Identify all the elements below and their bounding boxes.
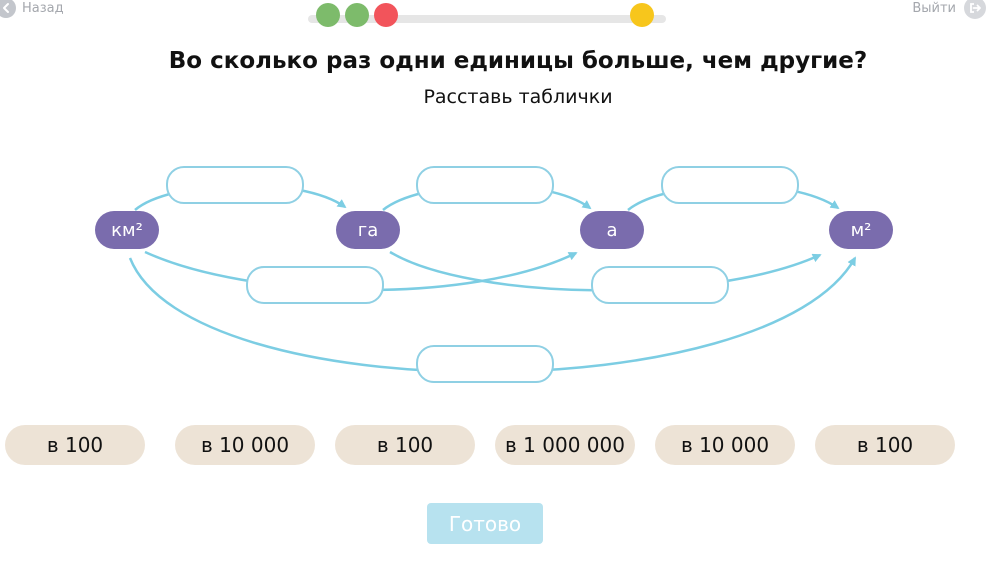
instruction-text: Расставь таблички <box>423 86 613 108</box>
exit-label: Выйти <box>912 0 956 16</box>
top-bar: Назад Выйти <box>0 0 998 27</box>
back-arrow-icon <box>0 0 16 18</box>
progress-goal-marker <box>630 3 654 27</box>
answer-card[interactable]: в 10 000 <box>175 425 315 465</box>
answer-card[interactable]: в 100 <box>5 425 145 465</box>
unit-km2: км² <box>95 211 159 249</box>
progress-bar <box>308 3 666 27</box>
answer-card[interactable]: в 100 <box>335 425 475 465</box>
progress-dot-correct <box>345 3 369 27</box>
drop-slot-km2-m2[interactable] <box>416 345 554 383</box>
unit-ha: га <box>336 211 400 249</box>
drop-slot-ha-a[interactable] <box>416 166 554 204</box>
progress-dot-correct <box>316 3 340 27</box>
answer-card[interactable]: в 1 000 000 <box>495 425 635 465</box>
unit-m2: м² <box>829 211 893 249</box>
drop-slot-a-m2[interactable] <box>661 166 799 204</box>
exit-icon <box>964 0 986 19</box>
unit-a: а <box>580 211 644 249</box>
answer-card[interactable]: в 100 <box>815 425 955 465</box>
drop-slot-km2-ha[interactable] <box>166 166 304 204</box>
answer-card[interactable]: в 10 000 <box>655 425 795 465</box>
done-button[interactable]: Готово <box>427 503 543 544</box>
drop-slot-ha-m2[interactable] <box>591 266 729 304</box>
drop-slot-km2-a[interactable] <box>246 266 384 304</box>
exit-button[interactable]: Выйти <box>906 0 986 22</box>
back-button[interactable]: Назад <box>0 0 64 22</box>
progress-dot-wrong <box>374 3 398 27</box>
question-title: Во сколько раз одни единицы больше, чем … <box>168 48 868 74</box>
back-label: Назад <box>22 0 64 16</box>
